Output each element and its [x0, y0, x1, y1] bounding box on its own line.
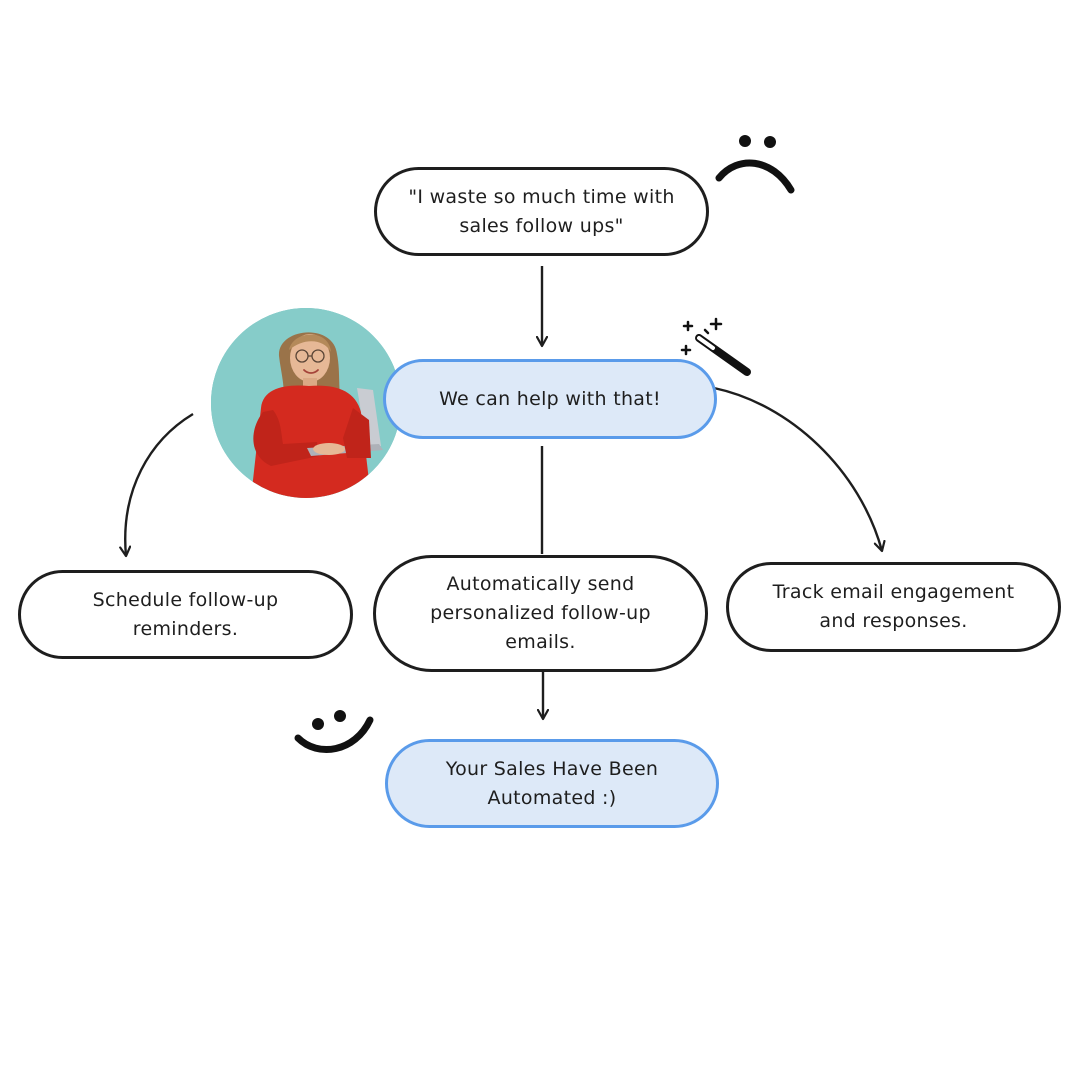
node-complaint-text: "I waste so much time with sales follow … [408, 185, 675, 237]
arrow-help-to-schedule [125, 412, 194, 556]
arrow-help-to-track [713, 386, 882, 551]
node-result-text: Your Sales Have Been Automated :) [445, 757, 659, 809]
node-help-text: We can help with that! [439, 387, 661, 410]
node-track: Track email engagement and responses. [726, 562, 1061, 652]
node-schedule-text: Schedule follow-up reminders. [92, 588, 279, 640]
node-help: We can help with that! [383, 359, 717, 439]
node-auto-send-text: Automatically send personalized follow-u… [430, 573, 651, 653]
node-auto-send: Automatically send personalized follow-u… [373, 555, 708, 672]
woman-with-laptop-avatar [211, 308, 401, 498]
woman-with-laptop-photo [211, 308, 401, 498]
smiley-face-icon [294, 710, 374, 754]
node-result: Your Sales Have Been Automated :) [385, 739, 719, 828]
node-track-text: Track email engagement and responses. [772, 581, 1015, 632]
sad-face-icon [715, 135, 795, 194]
node-schedule: Schedule follow-up reminders. [18, 570, 353, 659]
magic-wand-icon [680, 317, 751, 376]
node-complaint: "I waste so much time with sales follow … [374, 167, 709, 256]
